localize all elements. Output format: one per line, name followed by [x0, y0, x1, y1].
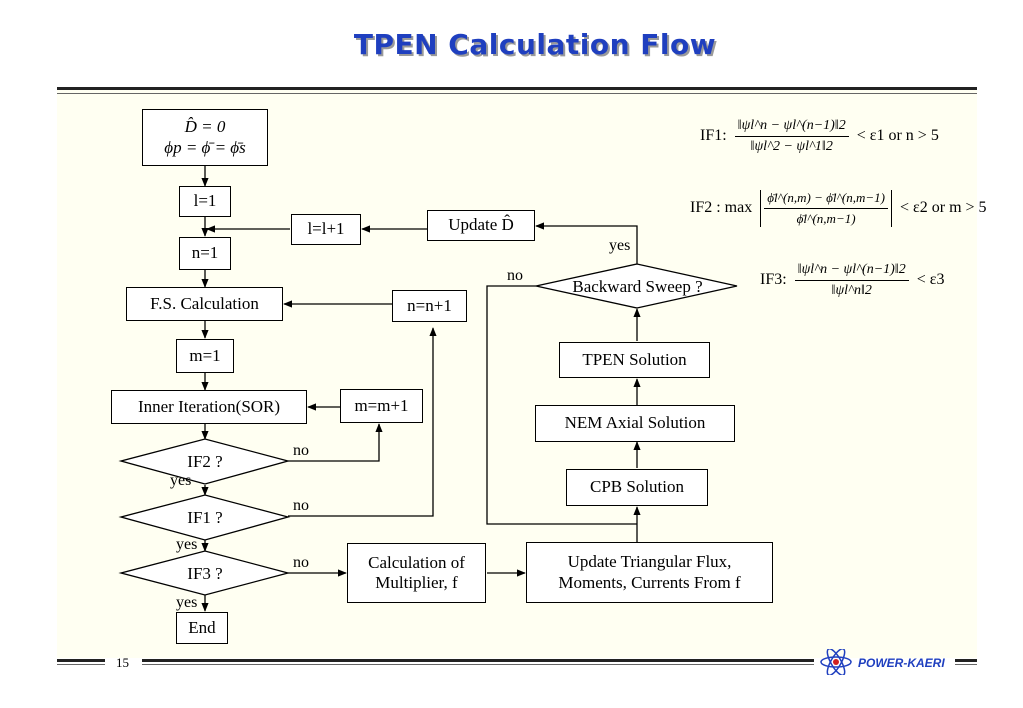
if2-yes-label: yes	[170, 472, 192, 489]
if2-no-label: no	[293, 442, 309, 459]
if2-condition-rhs: < ε2 or m > 5	[900, 199, 987, 217]
diamond-if2	[118, 438, 291, 485]
header-rule-thin	[57, 93, 977, 94]
footer-rule-left	[57, 659, 105, 662]
if3-label: IF3 ?	[187, 564, 223, 583]
arrow-backward-no	[486, 285, 637, 525]
m-inc-box: m=m+1	[340, 389, 423, 423]
l1-box: l=1	[179, 186, 231, 217]
backward-yes-label: yes	[609, 237, 631, 254]
n1-box: n=1	[179, 237, 231, 270]
arrow-backward-yes	[535, 222, 638, 264]
if1-denominator: ‖ψl^2 − ψl^1‖2	[750, 139, 833, 154]
backward-no-label: no	[507, 267, 523, 284]
cpb-solution-box: CPB Solution	[566, 469, 708, 506]
if1-condition-label: IF1:	[700, 127, 727, 145]
diamond-if3	[118, 550, 291, 596]
tpen-solution-box: TPEN Solution	[559, 342, 710, 378]
arrow-if2-no	[288, 423, 383, 462]
if1-fraction: ‖ψl^n − ψl^(n−1)‖2 ‖ψl^2 − ψl^1‖2	[734, 118, 849, 155]
if2-condition: IF2 : max ϕ̄l^(n,m) − ϕ̄l^(n,m−1) ϕ̄l^(n…	[690, 190, 987, 227]
if1-yes-label: yes	[176, 536, 198, 553]
inner-iteration-box: Inner Iteration(SOR)	[111, 390, 307, 424]
if3-condition-label: IF3:	[760, 271, 787, 289]
calc-multiplier-box: Calculation of Multiplier, f	[347, 543, 486, 603]
init-line-1: D̂ = 0	[184, 117, 226, 137]
diamond-if1	[118, 494, 291, 541]
if1-condition-rhs: < ε1 or n > 5	[856, 127, 939, 145]
init-line-2: ϕp = ϕ̄ = ϕ̄s	[164, 137, 246, 157]
footer-rule-left-thin	[57, 664, 105, 665]
footer-rule-main	[142, 659, 814, 662]
if2-fraction: ϕ̄l^(n,m) − ϕ̄l^(n,m−1) ϕ̄l^(n,m−1)	[760, 190, 893, 227]
init-box: D̂ = 0 ϕp = ϕ̄ = ϕ̄s	[142, 109, 268, 166]
l-inc-box: l=l+1	[291, 214, 361, 245]
if3-fraction: ‖ψl^n − ψl^(n−1)‖2 ‖ψl^n‖2	[794, 262, 909, 299]
if2-label: IF2 ?	[187, 452, 223, 471]
fs-calculation-box: F.S. Calculation	[126, 287, 283, 321]
if3-denominator: ‖ψl^n‖2	[831, 283, 872, 298]
atom-logo-icon	[820, 649, 852, 675]
footer-rule-right	[955, 659, 977, 662]
if2-condition-label: IF2 : max	[690, 199, 753, 217]
if3-yes-label: yes	[176, 594, 198, 611]
footer-rule-right-thin	[955, 664, 977, 665]
if2-denominator: ϕ̄l^(n,m−1)	[796, 211, 856, 226]
if1-numerator: ‖ψl^n − ψl^(n−1)‖2	[734, 118, 849, 137]
n-inc-box: n=n+1	[392, 290, 467, 322]
update-d-box: Update D̂	[427, 210, 535, 241]
if1-condition: IF1: ‖ψl^n − ψl^(n−1)‖2 ‖ψl^2 − ψl^1‖2 <…	[700, 118, 939, 155]
if1-no-label: no	[293, 497, 309, 514]
page-number: 15	[116, 655, 129, 670]
footer-rule-main-thin	[142, 664, 814, 665]
diamond-backward	[535, 263, 738, 309]
if3-numerator: ‖ψl^n − ψl^(n−1)‖2	[794, 262, 909, 281]
slide-title: TPEN Calculation Flow	[353, 28, 717, 61]
arrow-if1-no	[288, 327, 437, 517]
if1-label: IF1 ?	[187, 508, 223, 527]
if3-no-label: no	[293, 554, 309, 571]
brand-name: POWER-KAERI	[858, 656, 945, 670]
if2-numerator: ϕ̄l^(n,m) − ϕ̄l^(n,m−1)	[764, 190, 889, 209]
if3-condition: IF3: ‖ψl^n − ψl^(n−1)‖2 ‖ψl^n‖2 < ε3	[760, 262, 944, 299]
nem-axial-box: NEM Axial Solution	[535, 405, 735, 442]
end-box: End	[176, 612, 228, 644]
header-rule	[57, 87, 977, 90]
if3-condition-rhs: < ε3	[916, 271, 945, 289]
backward-label: Backward Sweep ?	[572, 277, 703, 296]
update-triangular-box: Update Triangular Flux, Moments, Current…	[526, 542, 773, 603]
m1-box: m=1	[176, 339, 234, 373]
